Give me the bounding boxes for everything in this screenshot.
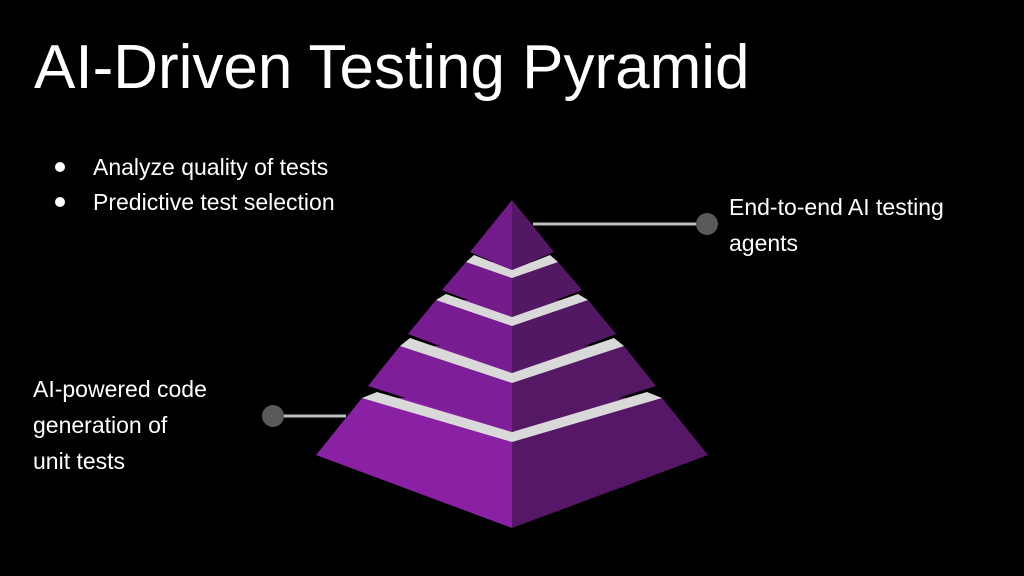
callout-line: unit tests bbox=[33, 448, 126, 474]
bullet-item: Analyze quality of tests bbox=[52, 150, 335, 185]
bullet-text: Analyze quality of tests bbox=[93, 154, 329, 180]
callout-bottom-label: AI-powered code generation of unit tests bbox=[33, 371, 207, 479]
pyramid-layer-2 bbox=[442, 255, 582, 317]
callout-line: agents bbox=[729, 230, 799, 256]
callout-line: generation of bbox=[33, 412, 168, 438]
connector-dot-icon bbox=[262, 405, 284, 427]
bullet-list: Analyze quality of tests Predictive test… bbox=[52, 150, 335, 220]
pyramid-layer-apex bbox=[470, 200, 554, 270]
bullet-dot-icon bbox=[55, 197, 65, 207]
connector-bottom bbox=[262, 405, 346, 427]
bullet-dot-icon bbox=[55, 162, 65, 172]
pyramid-layer-3 bbox=[408, 294, 616, 373]
pyramid-layer-4 bbox=[368, 338, 656, 432]
bullet-text: Predictive test selection bbox=[93, 189, 335, 215]
callout-line: End-to-end AI testing bbox=[729, 194, 944, 220]
callout-line: AI-powered code bbox=[33, 376, 207, 402]
connector-top bbox=[533, 213, 718, 235]
callout-top-label: End-to-end AI testing agents bbox=[729, 189, 944, 261]
bullet-item: Predictive test selection bbox=[52, 185, 335, 220]
slide-title: AI-Driven Testing Pyramid bbox=[34, 33, 750, 102]
connector-dot-icon bbox=[696, 213, 718, 235]
